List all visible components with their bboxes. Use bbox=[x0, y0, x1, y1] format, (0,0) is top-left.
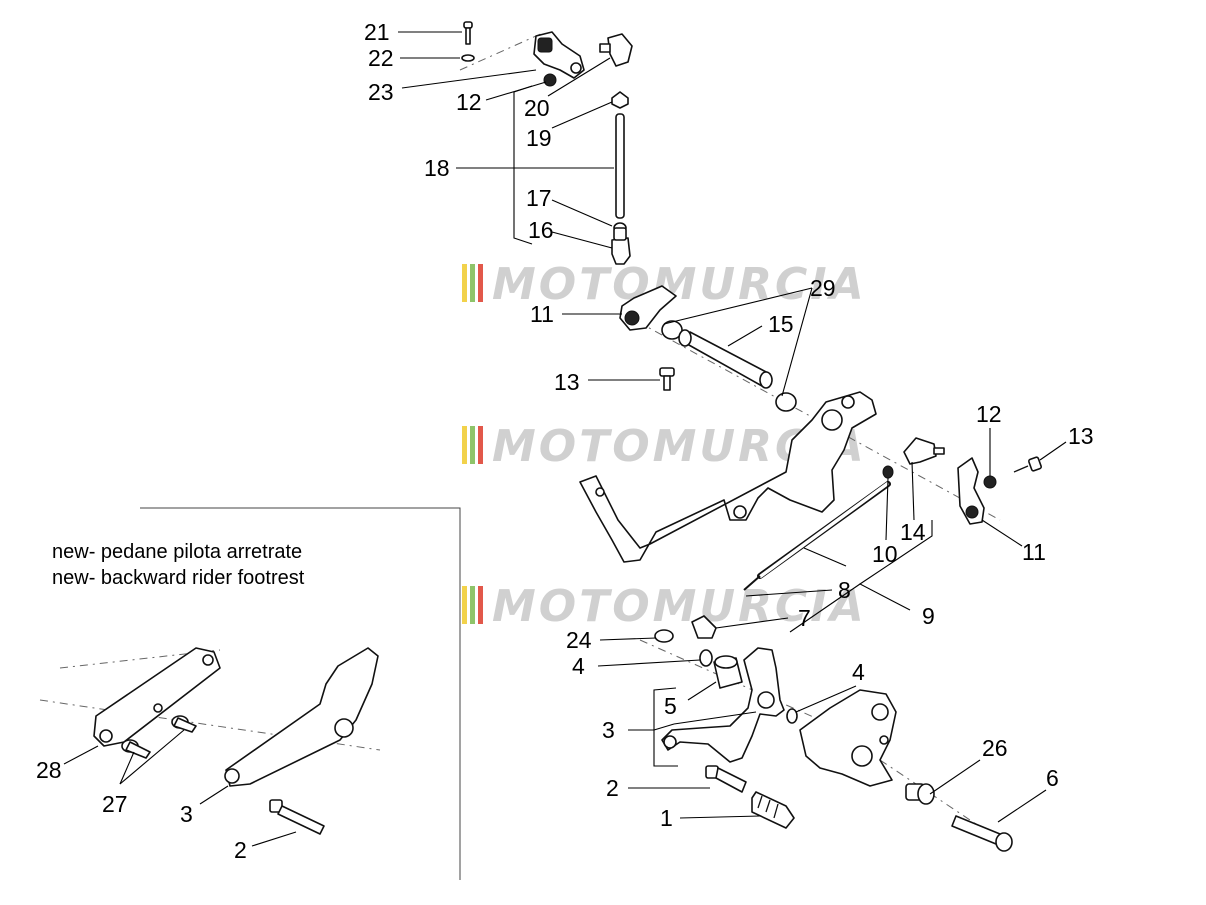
spacer-part-26 bbox=[905, 783, 935, 805]
gear-lever-part-3 bbox=[661, 647, 785, 763]
label-12-right: 12 bbox=[976, 401, 1002, 427]
ball-joint-part-20 bbox=[599, 33, 633, 67]
label-26: 26 bbox=[982, 735, 1008, 761]
footpeg-rubber-part-1 bbox=[751, 791, 795, 829]
washer-part-22 bbox=[461, 54, 475, 62]
leader-lines bbox=[63, 31, 1067, 847]
label-5: 5 bbox=[664, 693, 677, 719]
label-10: 10 bbox=[872, 541, 898, 567]
inset-gear-lever-part-3 bbox=[224, 647, 379, 787]
label-7: 7 bbox=[798, 605, 811, 631]
label-19: 19 bbox=[526, 125, 552, 151]
ball-joint-part-16 bbox=[611, 227, 631, 265]
inset-note-line2: new- backward rider footrest bbox=[52, 567, 305, 589]
nut-part-12-top bbox=[543, 73, 557, 87]
nut-part-19 bbox=[611, 91, 629, 109]
nut-part-12-right bbox=[983, 475, 997, 489]
inset-bolt-part-27b bbox=[121, 739, 151, 759]
part-number-labels: 21 22 23 12 20 19 18 17 16 29 11 15 13 1… bbox=[36, 19, 1094, 863]
footpeg-bracket bbox=[799, 689, 897, 787]
label-11-upper: 11 bbox=[530, 301, 554, 327]
label-8: 8 bbox=[838, 577, 851, 603]
label-16: 16 bbox=[528, 217, 554, 243]
inset-bracket-part-28 bbox=[93, 647, 221, 747]
nut-part-10 bbox=[882, 465, 894, 479]
ball-joint-part-14 bbox=[903, 437, 945, 465]
label-6: 6 bbox=[1046, 765, 1059, 791]
label-12-top: 12 bbox=[456, 89, 482, 115]
pin-part-2 bbox=[705, 765, 747, 793]
label-24: 24 bbox=[566, 627, 592, 653]
inset-label-2: 2 bbox=[234, 837, 247, 863]
label-4-left: 4 bbox=[572, 653, 585, 679]
bolt-part-13-right bbox=[1013, 456, 1042, 473]
washer-part-29a bbox=[661, 320, 683, 340]
bushing-part-5 bbox=[713, 655, 743, 689]
label-4-right: 4 bbox=[852, 659, 865, 685]
washer-part-4-right bbox=[786, 708, 798, 724]
label-15: 15 bbox=[768, 311, 794, 337]
label-11-right: 11 bbox=[1022, 539, 1046, 565]
rod-part-18 bbox=[615, 113, 625, 219]
label-3: 3 bbox=[602, 717, 615, 743]
label-2: 2 bbox=[606, 775, 619, 801]
inset-note-line1: new- pedane pilota arretrate bbox=[52, 541, 302, 563]
label-22: 22 bbox=[368, 45, 394, 71]
lever-part-23 bbox=[533, 31, 585, 79]
washer-part-29b bbox=[775, 392, 797, 412]
footrest-frame-bracket bbox=[579, 391, 877, 563]
inset-frame bbox=[140, 507, 461, 880]
label-13-right: 13 bbox=[1068, 423, 1094, 449]
watermark-top: MOTOMURCIA bbox=[462, 259, 867, 310]
inset-pin-part-2 bbox=[269, 799, 325, 835]
label-20: 20 bbox=[524, 95, 550, 121]
inset-label-27: 27 bbox=[102, 791, 128, 817]
label-29: 29 bbox=[810, 275, 836, 301]
bolt-part-6 bbox=[951, 815, 1013, 852]
label-21: 21 bbox=[364, 19, 390, 45]
label-13-left: 13 bbox=[554, 369, 580, 395]
label-18: 18 bbox=[424, 155, 450, 181]
rod-part-8 bbox=[743, 481, 891, 591]
label-17: 17 bbox=[526, 185, 552, 211]
bolt-part-13-left bbox=[659, 367, 675, 391]
bolt-part-21 bbox=[463, 21, 473, 45]
inset-label-3: 3 bbox=[180, 801, 193, 827]
lever-part-11-upper bbox=[619, 285, 677, 331]
washer-part-4-left bbox=[699, 649, 713, 667]
lever-part-11-right bbox=[957, 457, 985, 525]
label-9: 9 bbox=[922, 603, 935, 629]
shaft-part-15 bbox=[678, 329, 773, 389]
label-1: 1 bbox=[660, 805, 673, 831]
washer-part-24 bbox=[654, 629, 674, 643]
watermark-text: MOTOMURCIA bbox=[492, 259, 867, 310]
inset-label-28: 28 bbox=[36, 757, 62, 783]
ball-joint-part-7 bbox=[691, 615, 717, 639]
label-23: 23 bbox=[368, 79, 394, 105]
inset-bolt-part-27a bbox=[171, 715, 197, 733]
label-14: 14 bbox=[900, 519, 926, 545]
